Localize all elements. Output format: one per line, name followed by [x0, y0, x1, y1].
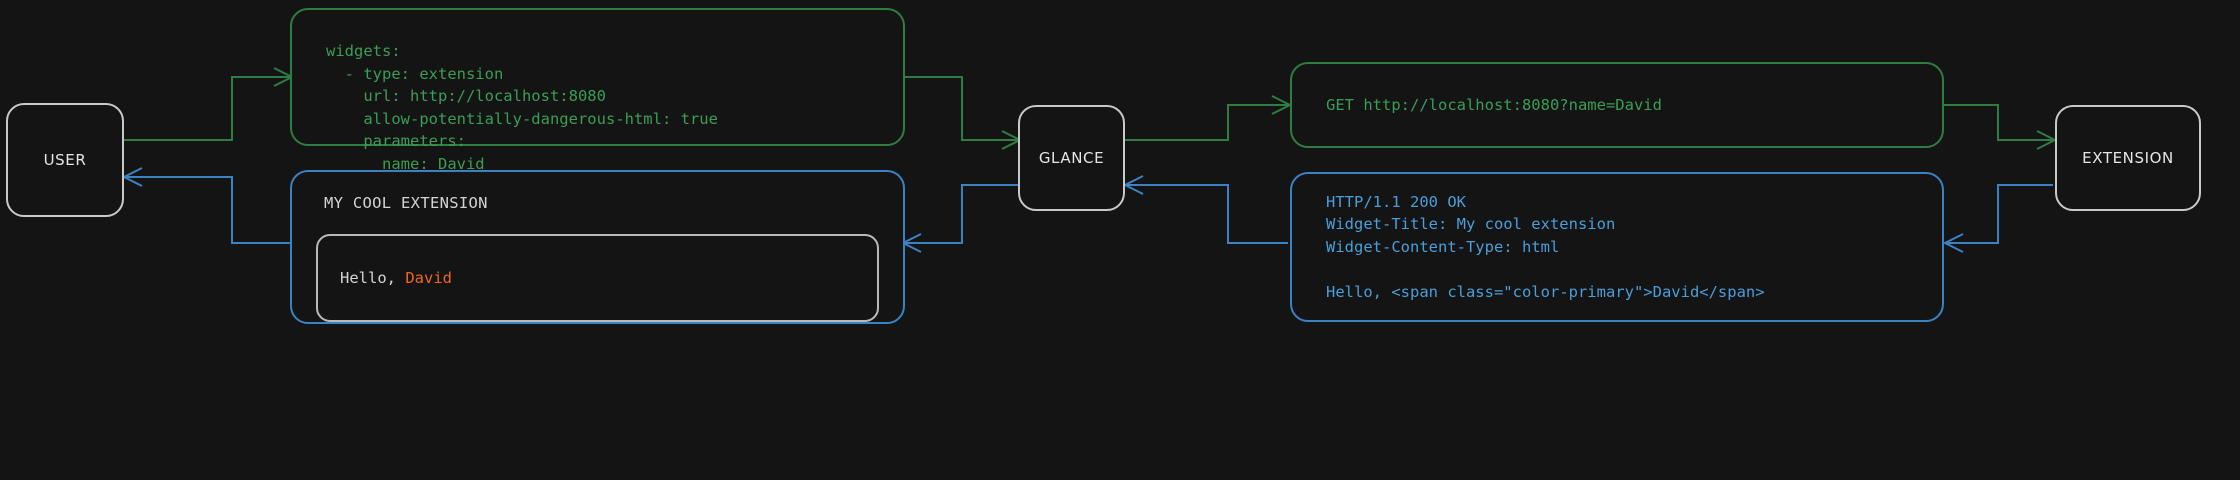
config-code: widgets: - type: extension url: http://l… — [326, 42, 718, 173]
widget-title: MY COOL EXTENSION — [324, 194, 488, 212]
actor-user[interactable]: USER — [6, 103, 124, 217]
actor-user-label: USER — [43, 151, 87, 169]
connector-request-to-extension — [1944, 104, 2058, 150]
connector-response-to-glance — [1122, 175, 1288, 244]
panel-widget: MY COOL EXTENSION Hello, David — [290, 170, 905, 324]
panel-config: widgets: - type: extension url: http://l… — [290, 8, 905, 173]
request-code: GET http://localhost:8080?name=David — [1326, 95, 1662, 114]
actor-extension-label: EXTENSION — [2082, 149, 2174, 167]
actor-glance[interactable]: GLANCE — [1018, 105, 1125, 211]
connector-glance-to-widget — [900, 184, 1018, 253]
panel-response: HTTP/1.1 200 OK Widget-Title: My cool ex… — [1290, 172, 1944, 322]
connector-user-to-config — [124, 67, 295, 141]
connector-glance-to-request — [1125, 95, 1293, 141]
actor-extension[interactable]: EXTENSION — [2055, 105, 2201, 211]
actor-glance-label: GLANCE — [1038, 149, 1105, 167]
response-code: HTTP/1.1 200 OK Widget-Title: My cool ex… — [1326, 192, 1765, 301]
widget-greeting-text: Hello, — [340, 269, 406, 287]
connector-config-to-glance — [905, 76, 1023, 150]
panel-request: GET http://localhost:8080?name=David — [1290, 62, 1944, 148]
widget-body: Hello, David — [316, 234, 879, 322]
widget-accent-name: David — [405, 269, 452, 287]
connector-extension-to-response — [1942, 184, 2053, 253]
connector-widget-to-user — [121, 167, 290, 244]
